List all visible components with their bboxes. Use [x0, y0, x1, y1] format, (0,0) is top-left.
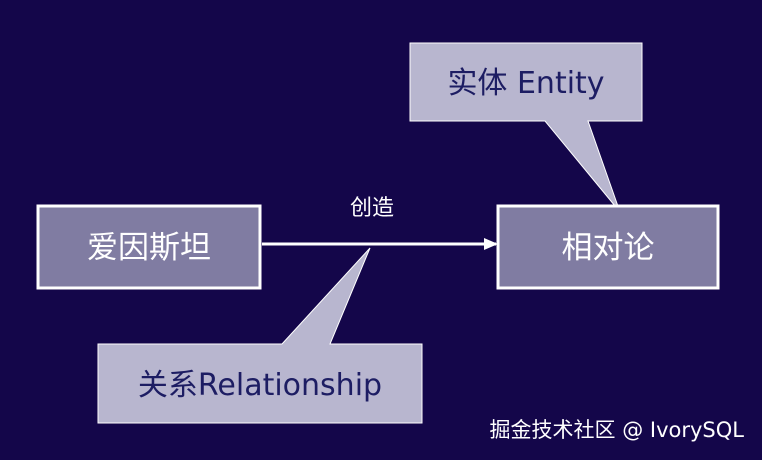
edge-label: 创造	[350, 196, 394, 221]
relationship-callout-label: 关系Relationship	[138, 368, 382, 403]
relationship-callout-bubble	[97, 247, 423, 424]
source-node-box	[36, 204, 262, 290]
watermark-text: 掘金技术社区 @ IvorySQL	[490, 418, 745, 442]
target-node-label: 相对论	[562, 230, 655, 266]
source-node-label: 爱因斯坦	[87, 230, 211, 266]
entity-callout: 实体 Entity	[409, 42, 643, 213]
entity-callout-bubble	[409, 42, 643, 213]
target-node-box	[496, 204, 720, 290]
source-node: 爱因斯坦	[36, 204, 262, 290]
relationship-callout: 关系Relationship	[97, 247, 423, 424]
target-node: 相对论	[496, 204, 720, 290]
entity-callout-label: 实体 Entity	[447, 66, 604, 101]
